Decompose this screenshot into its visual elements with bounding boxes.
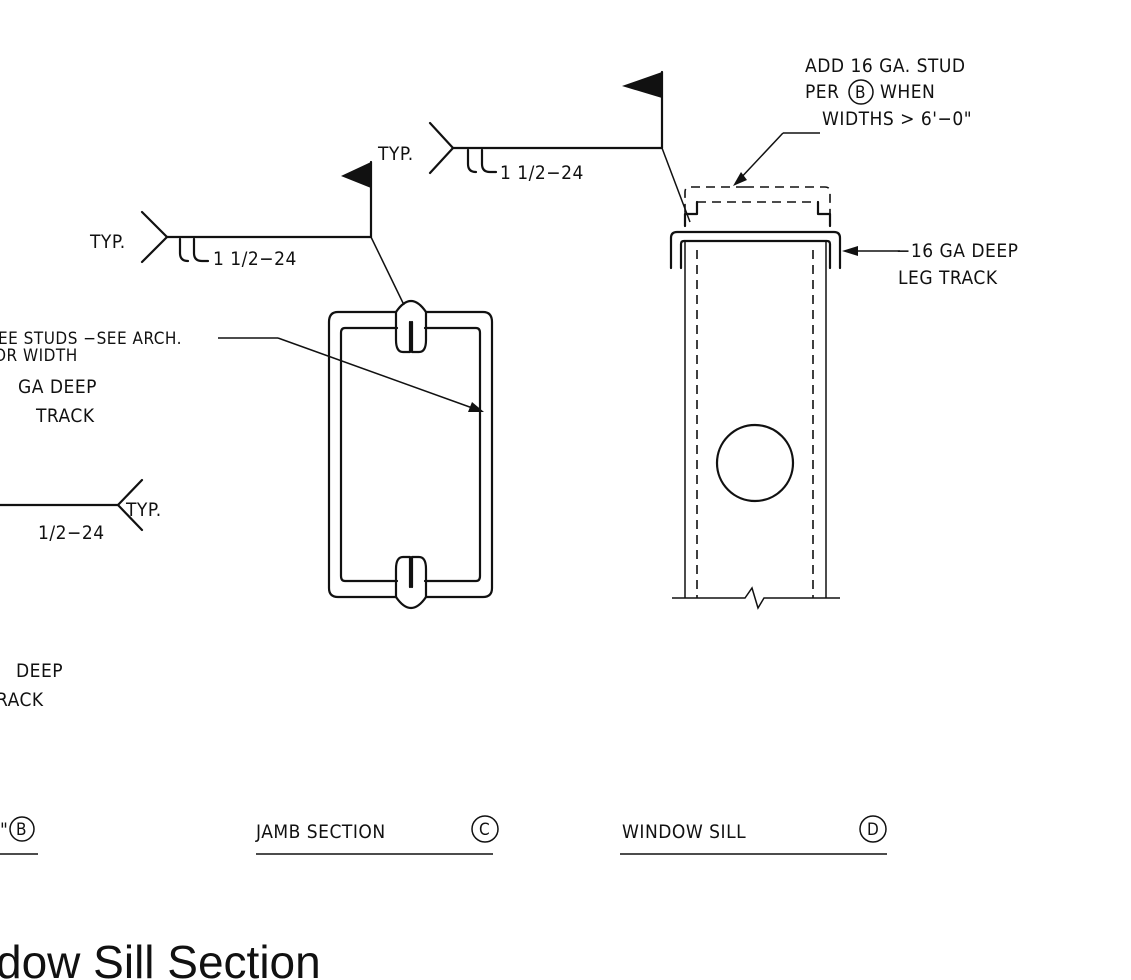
top-note: ADD 16 GA. STUD PER B WHEN WIDTHS > 6'−0… — [733, 55, 972, 186]
jamb-lip-top-left — [394, 310, 412, 354]
top-note-arrowhead — [733, 172, 747, 186]
jamb-outer-left — [327, 310, 398, 599]
section-b-fragment: " — [0, 819, 8, 841]
left-note-arrowhead — [468, 402, 484, 412]
left-note-lower2: RACK — [0, 689, 44, 711]
section-d-label: WINDOW SILL — [622, 821, 746, 843]
weld-symbol-upper: TYP. 1 1/2−24 — [377, 70, 691, 223]
left-note-leader — [277, 337, 479, 411]
web-hole — [715, 423, 795, 503]
window-sill-drawing — [669, 186, 900, 610]
weld-size-upper: 1 1/2−24 — [500, 162, 584, 184]
section-b-bubble — [9, 816, 35, 842]
left-note-line2: OR WIDTH — [0, 346, 78, 366]
added-stud-lip-left — [683, 200, 699, 228]
jamb-lip-bottom-left — [394, 555, 412, 599]
top-note-leader — [736, 132, 784, 183]
break-line — [672, 586, 840, 610]
weld-typ-lower: TYP. — [125, 499, 162, 521]
weld-fillet-symbol-upper — [466, 148, 498, 174]
weld-size-lower: 1/2−24 — [38, 522, 105, 544]
section-d-ref: D — [867, 820, 879, 840]
section-c-ref: C — [479, 820, 490, 840]
track-right-line1: −16 GA DEEP — [896, 240, 1018, 262]
section-d-bubble — [859, 815, 887, 843]
weld-typ-middle: TYP. — [89, 231, 126, 253]
jamb-inner-left — [339, 326, 399, 583]
track-right-line2: LEG TRACK — [898, 267, 998, 289]
ref-bubble-b-top — [848, 79, 874, 105]
left-notes: EE STUDS −SEE ARCH. OR WIDTH GA DEEP TRA… — [0, 329, 484, 711]
left-note-line1: EE STUDS −SEE ARCH. — [0, 329, 182, 349]
weld-size-middle: 1 1/2−24 — [213, 248, 297, 270]
jamb-inner-right — [423, 326, 482, 583]
jamb-weld-bottom — [394, 595, 428, 610]
section-c-bubble — [471, 815, 499, 843]
top-note-line2-pre: PER — [805, 81, 839, 103]
field-weld-flag-upper — [622, 72, 662, 98]
weld-fillet-symbol-middle — [178, 237, 210, 263]
left-note-line4: TRACK — [35, 405, 95, 427]
weld-tail-lower — [116, 478, 144, 532]
top-note-ref: B — [855, 83, 866, 103]
left-note-line3: GA DEEP — [18, 376, 97, 398]
weld-tail-upper — [428, 121, 455, 175]
top-note-line1: ADD 16 GA. STUD — [805, 55, 966, 77]
added-stud-lip-right — [816, 200, 832, 228]
weld-typ-upper: TYP. — [377, 143, 414, 165]
added-stud-top-left — [684, 186, 745, 226]
section-b-ref: B — [16, 820, 27, 840]
top-note-line3: WIDTHS > 6'−0" — [822, 108, 972, 130]
jamb-section-drawing — [327, 299, 494, 610]
page-title: dow Sill Section — [0, 936, 321, 980]
top-note-line2-post: WHEN — [880, 81, 935, 103]
jamb-outer-right — [424, 310, 494, 599]
weld-leader-middle — [370, 236, 405, 306]
track-label-arrowhead — [842, 246, 858, 256]
section-c-label: JAMB SECTION — [255, 821, 386, 843]
jamb-lip-bottom-right — [410, 555, 428, 599]
added-stud-top-right — [745, 186, 831, 226]
deep-leg-track-inner — [679, 239, 832, 270]
jamb-weld-top — [394, 299, 428, 314]
section-label-c: JAMB SECTION C — [255, 815, 499, 855]
deep-leg-track-outer — [669, 230, 842, 270]
left-note-lower1: DEEP — [16, 660, 63, 682]
field-weld-flag-middle — [341, 162, 371, 188]
section-label-b: " B — [0, 816, 38, 855]
weld-symbol-middle: TYP. 1 1/2−24 — [89, 160, 405, 306]
weld-symbol-lower: TYP. 1/2−24 — [0, 478, 162, 544]
section-label-d: WINDOW SILL D — [620, 815, 887, 855]
jamb-lip-top-right — [410, 310, 428, 354]
weld-tail-middle — [140, 210, 169, 264]
